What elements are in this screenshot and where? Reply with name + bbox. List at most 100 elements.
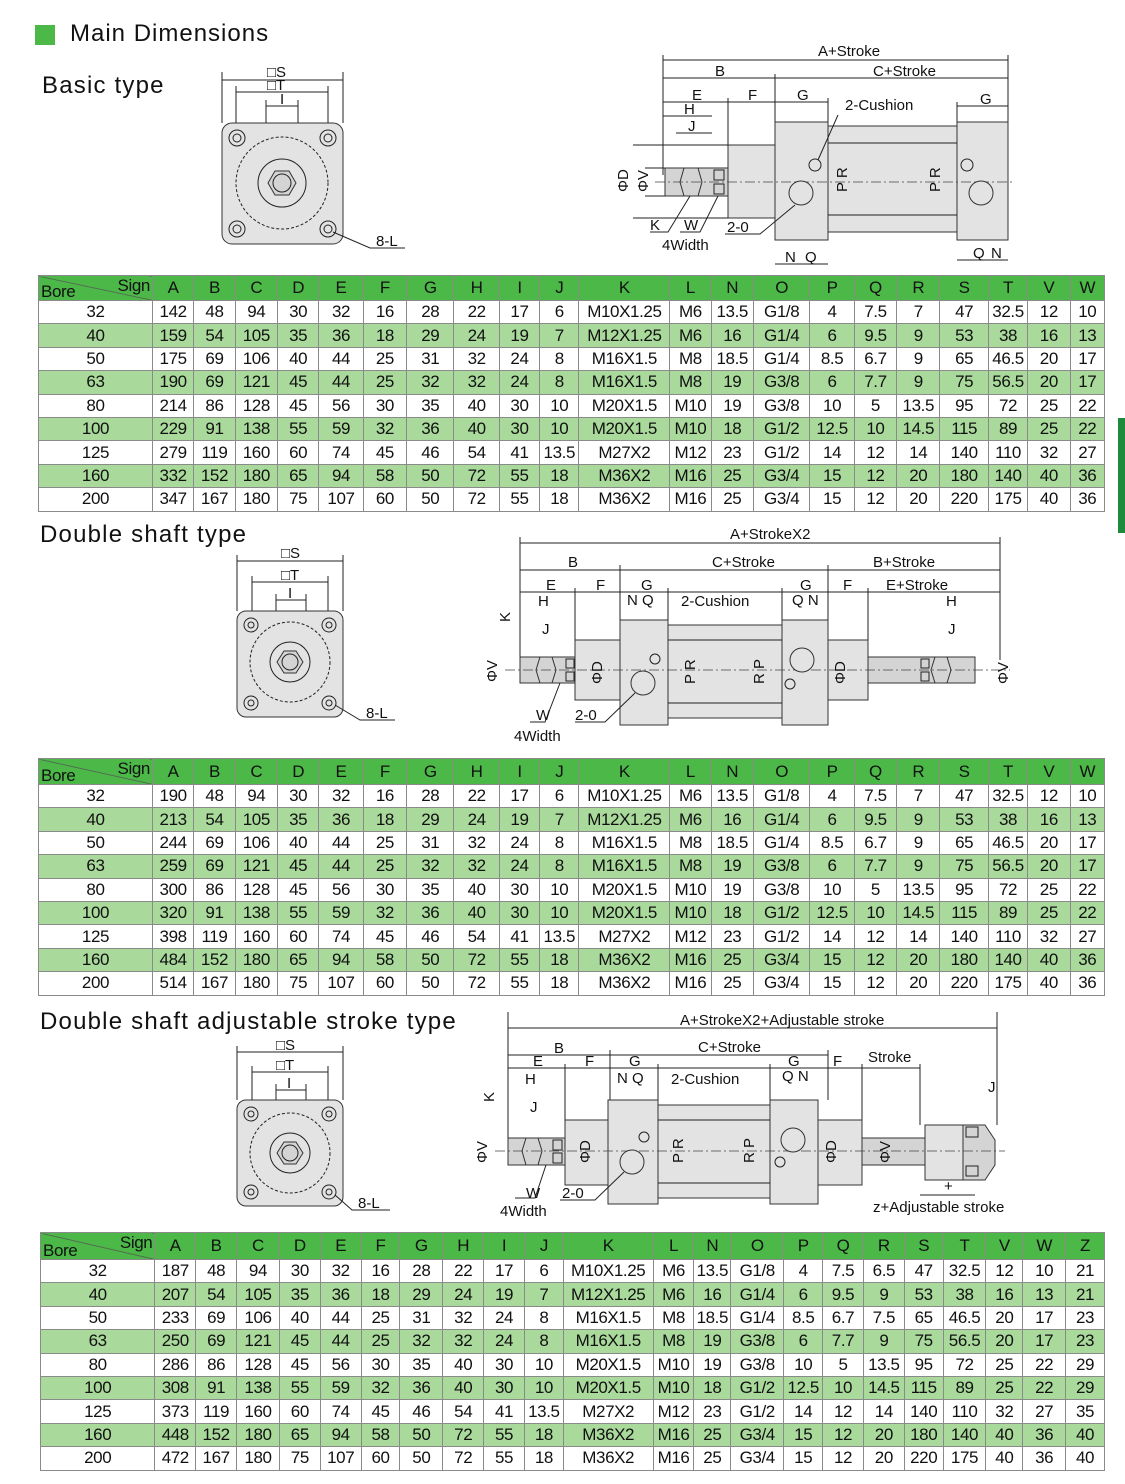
- table-cell: M10: [652, 1352, 695, 1377]
- table-cell: 9: [896, 830, 941, 856]
- table-cell: 25: [985, 1375, 1024, 1401]
- dim-label-t: □T: [281, 567, 299, 584]
- table-cell: 115: [903, 1375, 944, 1401]
- dim-label-n: N: [785, 249, 796, 266]
- table-cell: 45: [362, 924, 408, 949]
- table-cell: 12: [853, 487, 898, 512]
- table-cell: 53: [939, 807, 989, 832]
- table-cell: 259: [151, 854, 195, 879]
- dim-label-s: □S: [281, 545, 300, 562]
- column-header: W: [1069, 275, 1106, 301]
- table-cell: 15: [809, 463, 855, 489]
- table-cell: 159: [151, 323, 195, 348]
- column-header: T: [987, 758, 1029, 785]
- dim-label-w: W: [526, 1185, 541, 1202]
- table-cell: M27X2: [578, 924, 671, 949]
- table-cell: 7.5: [862, 1305, 905, 1331]
- table-cell: 18.5: [710, 830, 754, 856]
- table-cell: 20: [1027, 370, 1071, 395]
- table-cell: 13.5: [693, 1258, 732, 1284]
- bolt-icon: [321, 1184, 337, 1200]
- table-cell: M10X1.25: [562, 1258, 654, 1284]
- bore-cell: 125: [39, 1399, 156, 1424]
- table-cell: 16: [360, 1258, 401, 1284]
- column-header: A: [151, 275, 195, 301]
- table-cell: 17: [1022, 1329, 1067, 1354]
- table-cell: 54: [193, 807, 236, 832]
- table-cell: 7: [896, 783, 941, 809]
- column-header: N: [693, 1232, 732, 1260]
- table-cell: 6.5: [862, 1258, 905, 1284]
- table-cell: 22: [1069, 416, 1106, 442]
- table-cell: 14: [896, 440, 941, 465]
- table-cell: 32: [319, 1258, 362, 1284]
- table-cell: 6: [523, 1258, 564, 1284]
- dim-label-f: F: [748, 87, 757, 104]
- table-cell: 18: [360, 1282, 401, 1307]
- dim-label-g-right: G: [800, 577, 812, 594]
- table-cell: 25: [362, 346, 408, 372]
- table-cell: M16X1.5: [578, 830, 671, 856]
- table-cell: 12: [1027, 299, 1071, 325]
- table-cell: 54: [442, 1399, 485, 1424]
- table-cell: 128: [234, 393, 278, 418]
- dim-label-w: W: [684, 217, 699, 234]
- dim-label-b: B: [568, 554, 578, 571]
- table-cell: 23: [710, 440, 754, 465]
- table-cell: 55: [498, 487, 541, 512]
- table-cell: 45: [276, 393, 320, 418]
- table-cell: 6.7: [853, 346, 898, 372]
- table-cell: 10: [523, 1375, 564, 1401]
- table-cell: 12: [1027, 783, 1071, 809]
- bolt-icon: [321, 1106, 337, 1122]
- table-cell: 23: [1065, 1329, 1105, 1354]
- table-cell: 44: [318, 346, 364, 372]
- table-cell: 20: [985, 1305, 1024, 1331]
- table-cell: 21: [1065, 1282, 1105, 1307]
- table-cell: 36: [318, 323, 364, 348]
- table-cell: M27X2: [562, 1399, 654, 1424]
- table-cell: 16: [710, 323, 754, 348]
- table-cell: M36X2: [578, 463, 671, 489]
- table-cell: M20X1.5: [578, 877, 671, 902]
- column-header: D: [276, 758, 320, 785]
- table-cell: 32.5: [942, 1258, 987, 1284]
- table-cell: 8.5: [783, 1305, 824, 1331]
- table-cell: 9: [896, 807, 941, 832]
- port-icon: [630, 670, 656, 696]
- table-cell: 14.5: [896, 900, 941, 926]
- table-cell: 27: [1069, 440, 1106, 465]
- table-cell: 207: [154, 1282, 197, 1307]
- table-cell: 48: [193, 299, 236, 325]
- bolt-icon: [228, 129, 246, 147]
- table-cell: 6: [783, 1282, 824, 1307]
- table-cell: 40: [276, 346, 320, 372]
- table-cell: M16: [669, 463, 712, 489]
- table-cell: 46: [399, 1399, 444, 1424]
- table-cell: 74: [318, 924, 364, 949]
- bore-cell: 160: [38, 947, 153, 973]
- dim-label-g-right: G: [788, 1053, 800, 1070]
- table-cell: 10: [1069, 299, 1106, 325]
- column-header: R: [862, 1232, 905, 1260]
- dim-label-k: K: [497, 612, 514, 622]
- dim-label-stroke: Stroke: [868, 1049, 911, 1066]
- header-sign-label: Sign: [117, 276, 151, 296]
- table-cell: 40: [1027, 487, 1071, 512]
- table-cell: G3/8: [730, 1329, 785, 1354]
- table-cell: 12: [822, 1399, 864, 1424]
- column-header: D: [276, 275, 320, 301]
- dim-label-pr: P R: [834, 167, 851, 192]
- table-cell: 40: [1027, 947, 1071, 973]
- table-cell: 22: [453, 783, 500, 809]
- dim-label-e: E: [546, 577, 556, 594]
- table-cell: 20: [862, 1422, 905, 1448]
- table-cell: M16: [669, 947, 712, 973]
- dim-label-qn: Q N: [782, 1068, 809, 1085]
